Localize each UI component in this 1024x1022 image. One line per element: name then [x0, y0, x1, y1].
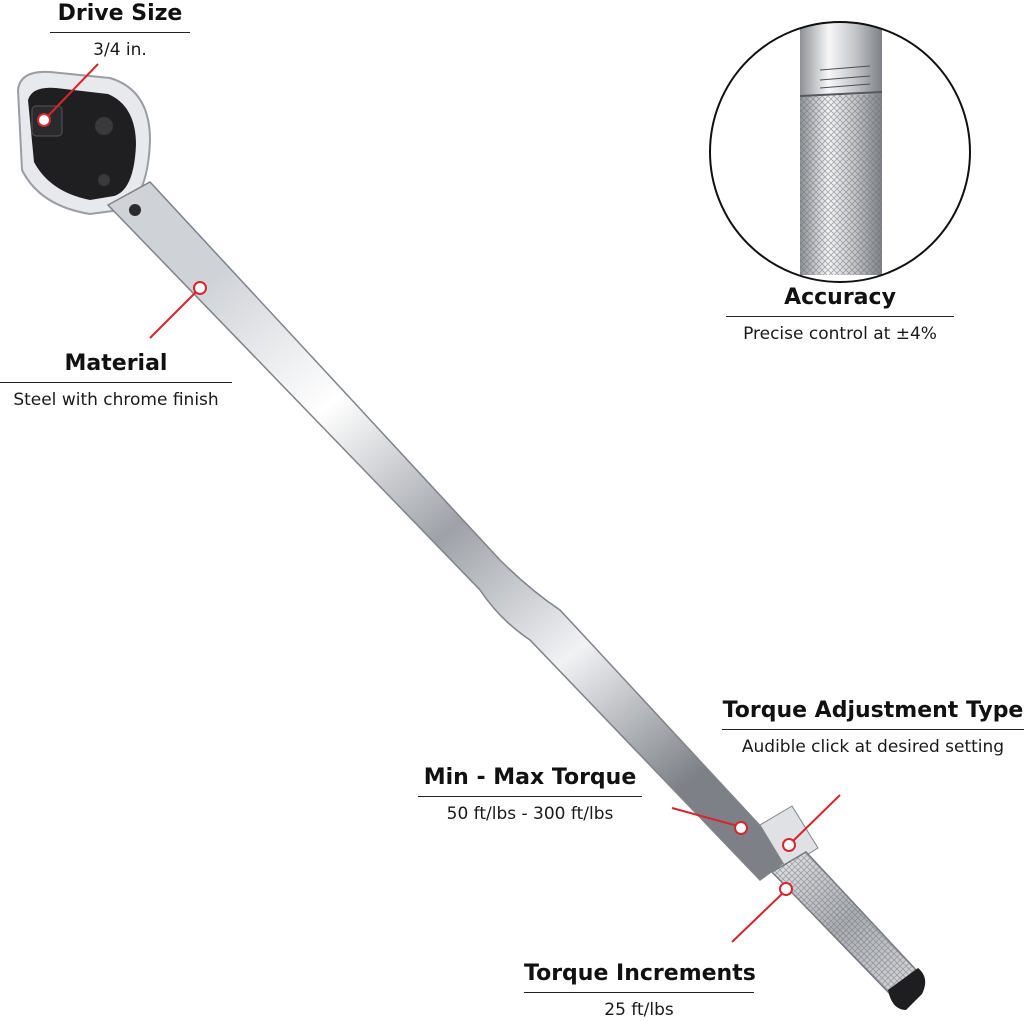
min-max-value: 50 ft/lbs - 300 ft/lbs	[446, 804, 614, 824]
knurled-handle	[770, 851, 926, 1010]
callout-material: Material Steel with chrome finish	[0, 350, 232, 411]
increments-rule	[524, 992, 754, 993]
min-max-marker	[734, 821, 748, 835]
callout-adjustment-type: Torque Adjustment Type Audible click at …	[722, 697, 1024, 758]
accuracy-rule	[726, 316, 954, 317]
material-value: Steel with chrome finish	[13, 390, 219, 410]
drive-size-marker	[37, 113, 51, 127]
adjustment-marker	[782, 838, 796, 852]
leader-lines	[47, 63, 841, 943]
callout-accuracy: Accuracy Precise control at ±4%	[726, 284, 954, 345]
adjustment-type-value: Audible click at desired setting	[741, 737, 1005, 757]
drive-size-rule	[50, 32, 190, 33]
min-max-title: Min - Max Torque	[423, 765, 637, 790]
material-rule	[0, 382, 232, 383]
material-marker	[193, 281, 207, 295]
min-max-rule	[418, 796, 642, 797]
scale-collar	[759, 805, 819, 869]
callout-min-max-torque: Min - Max Torque 50 ft/lbs - 300 ft/lbs	[418, 764, 642, 825]
zoom-detail-circle	[709, 21, 971, 283]
callout-markers	[37, 113, 796, 896]
accuracy-title: Accuracy	[784, 285, 896, 310]
accuracy-value: Precise control at ±4%	[743, 324, 937, 344]
callout-drive-size: Drive Size 3/4 in.	[50, 0, 190, 61]
torque-wrench	[16, 70, 926, 1010]
increments-value: 25 ft/lbs	[604, 1000, 674, 1020]
material-title: Material	[64, 351, 168, 376]
increments-title: Torque Increments	[524, 961, 756, 986]
ratchet-head	[16, 70, 152, 216]
adjustment-type-title: Torque Adjustment Type	[722, 698, 1024, 723]
adjustment-type-rule	[722, 729, 1024, 730]
drive-size-title: Drive Size	[57, 1, 183, 26]
drive-size-value: 3/4 in.	[93, 40, 147, 60]
callout-torque-increments: Torque Increments 25 ft/lbs	[524, 960, 756, 1021]
increments-marker	[779, 882, 793, 896]
